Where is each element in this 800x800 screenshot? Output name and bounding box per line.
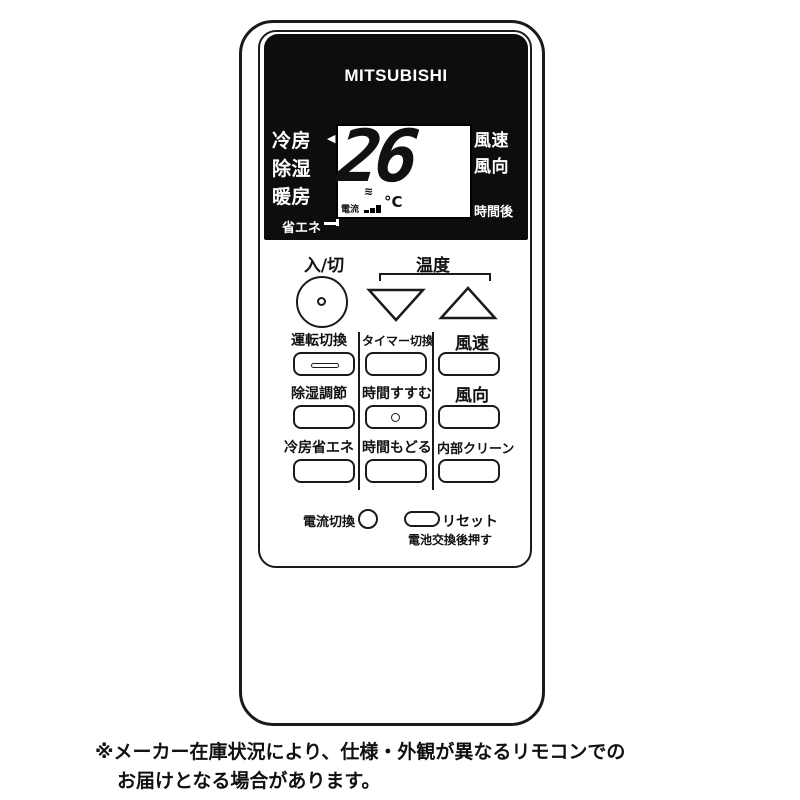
temperature-label: 温度 [416,256,450,276]
stock-notice: ※メーカー在庫状況により、仕様・外観が異なるリモコンでの お届けとなる場合があり… [95,738,625,796]
fan-speed-button[interactable] [438,352,500,376]
reset-label: リセット [442,514,498,530]
fan-direction-button[interactable] [438,405,500,429]
temperature-up-button[interactable] [438,285,498,321]
temperature-digits: 26 [333,114,418,198]
signal-icon: ≋ [364,185,374,198]
current-bars-icon [364,205,381,213]
power-button[interactable] [296,276,348,328]
fan-speed-button-label: 風速 [455,334,489,354]
reset-button[interactable] [404,511,440,527]
eco-indicator-tick [336,218,339,226]
timer-hours-label: 時間後 [474,205,514,220]
timer-switch-label: タイマー切換 [362,334,435,348]
mode-heating-label: 暖房 [272,186,312,208]
fan-speed-label: 風速 [474,131,509,151]
temperature-unit: °C [384,193,403,211]
fan-direction-button-label: 風向 [455,386,489,406]
time-back-button[interactable] [365,459,427,483]
brand-logo: MITSUBISHI [344,66,448,85]
button-column-divider-left [358,332,360,490]
internal-clean-label: 内部クリーン [437,442,515,457]
stock-notice-line1: ※メーカー在庫状況により、仕様・外観が異なるリモコンでの [95,741,626,763]
bar-icon [311,363,339,368]
dehumid-adjust-label: 除湿調節 [291,386,347,402]
eco-indicator-bar [324,222,338,225]
power-dot-icon [317,297,326,306]
timer-switch-button[interactable] [365,352,427,376]
internal-clean-button[interactable] [438,459,500,483]
time-forward-button[interactable] [365,405,427,429]
mode-switch-label: 運転切換 [291,333,347,349]
current-indicator: 電流 [341,205,360,215]
stock-notice-line2: お届けとなる場合があります。 [117,770,381,792]
mode-switch-button[interactable] [293,352,355,376]
mode-dehumidify-label: 除湿 [272,158,312,180]
mode-pointer-icon: ◀ [327,132,336,145]
mode-cooling-label: 冷房 [272,130,312,152]
cool-eco-label: 冷房省エネ [284,440,354,456]
fan-direction-label: 風向 [474,157,509,177]
button-column-divider-right [432,332,434,490]
current-switch-label: 電流切換 [303,515,356,530]
cool-eco-button[interactable] [293,459,355,483]
temperature-down-button[interactable] [366,287,426,323]
lcd-screen [336,124,472,219]
temperature-bracket [379,273,491,281]
time-forward-label: 時間すすむ [362,386,432,402]
battery-note-label: 電池交換後押す [408,533,493,547]
circle-dot-icon [391,413,400,422]
dehumid-adjust-button[interactable] [293,405,355,429]
power-label: 入/切 [303,256,345,276]
current-switch-button[interactable] [358,509,378,529]
mode-eco-label: 省エネ [282,221,322,236]
time-back-label: 時間もどる [362,440,432,456]
